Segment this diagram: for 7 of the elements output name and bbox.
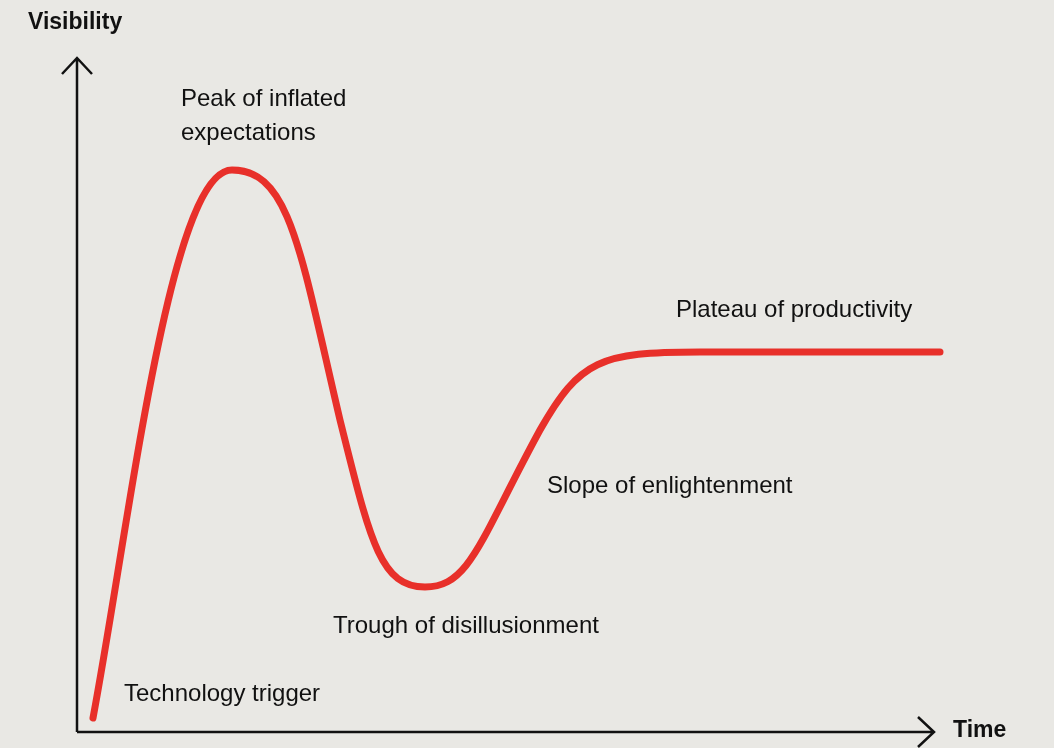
phase-label: Peak of inflated expectations [181,83,348,147]
phase-label: Plateau of productivity [676,294,913,324]
phase-label: Trough of disillusionment [333,610,599,640]
axis-label: Time [953,715,1007,744]
phase-label: Slope of enlightenment [547,470,793,500]
phase-label: Technology trigger [124,678,321,708]
axis-label: Visibility [28,7,123,36]
